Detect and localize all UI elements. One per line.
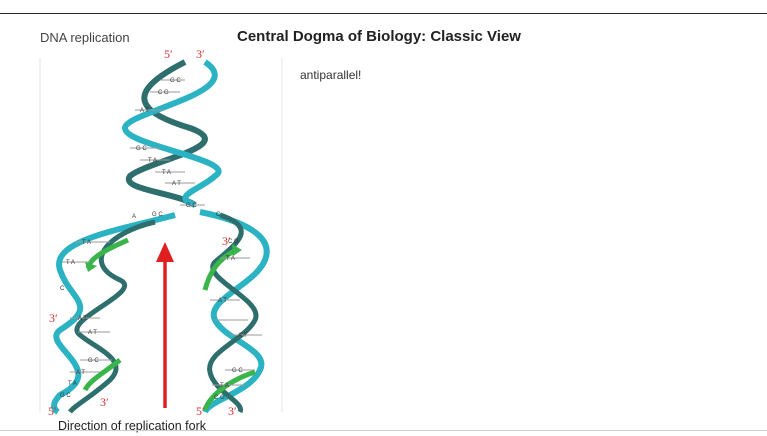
base-pair-label: G C <box>136 146 147 152</box>
replication-fork-arrowhead <box>156 242 174 262</box>
strand-end-3prime-bottom-left: 3′ <box>100 395 109 409</box>
base-pair-label: G C <box>88 358 99 364</box>
base-pair-label: T A <box>162 170 171 176</box>
strand-end-5prime-bottom-left: 5′ <box>48 404 57 418</box>
parent-strand-dark <box>129 62 205 205</box>
base-pair-label: C G <box>214 395 225 401</box>
base-pair-label: G C <box>170 78 181 84</box>
base-pair-label: G C <box>60 393 71 399</box>
base-pair-label: C G <box>158 90 169 96</box>
strand-end-5prime-top: 5′ <box>164 47 173 61</box>
base-pair-label: G C <box>152 212 163 218</box>
strand-end-5prime-bottom-right: 5′ <box>196 404 205 418</box>
base-pair-label: G C <box>232 368 243 374</box>
base-pair-label: T A <box>220 383 229 389</box>
base-pair-label: C <box>216 212 221 218</box>
base-pair-label: A T <box>78 316 87 322</box>
base-pair-label: C <box>60 286 65 292</box>
base-pair-label: A <box>132 214 136 220</box>
base-pair-label: T A <box>68 381 77 387</box>
base-pair-label: T A <box>148 158 157 164</box>
base-pair-label: A T <box>238 333 247 339</box>
base-pair-label: A T <box>218 298 227 304</box>
base-pair-label: A T <box>76 370 85 376</box>
base-pair-label: A T <box>140 108 149 114</box>
bottom-divider-line <box>0 430 767 431</box>
strand-end-3prime-right: 3′ <box>222 234 231 248</box>
base-pair-label: T A <box>66 260 75 266</box>
base-pair-label: A T <box>88 330 97 336</box>
base-pair-label: A T <box>172 181 181 187</box>
base-pair-label: T A <box>82 240 91 246</box>
right-new-strand-arrowhead <box>232 244 242 256</box>
strand-end-3prime-left: 3′ <box>49 311 58 325</box>
base-pair-label: T A <box>226 256 235 262</box>
strand-end-3prime-bottom-right: 3′ <box>228 404 237 418</box>
strand-end-3prime-top: 3′ <box>196 47 205 61</box>
base-pair-label: G C <box>186 203 197 209</box>
